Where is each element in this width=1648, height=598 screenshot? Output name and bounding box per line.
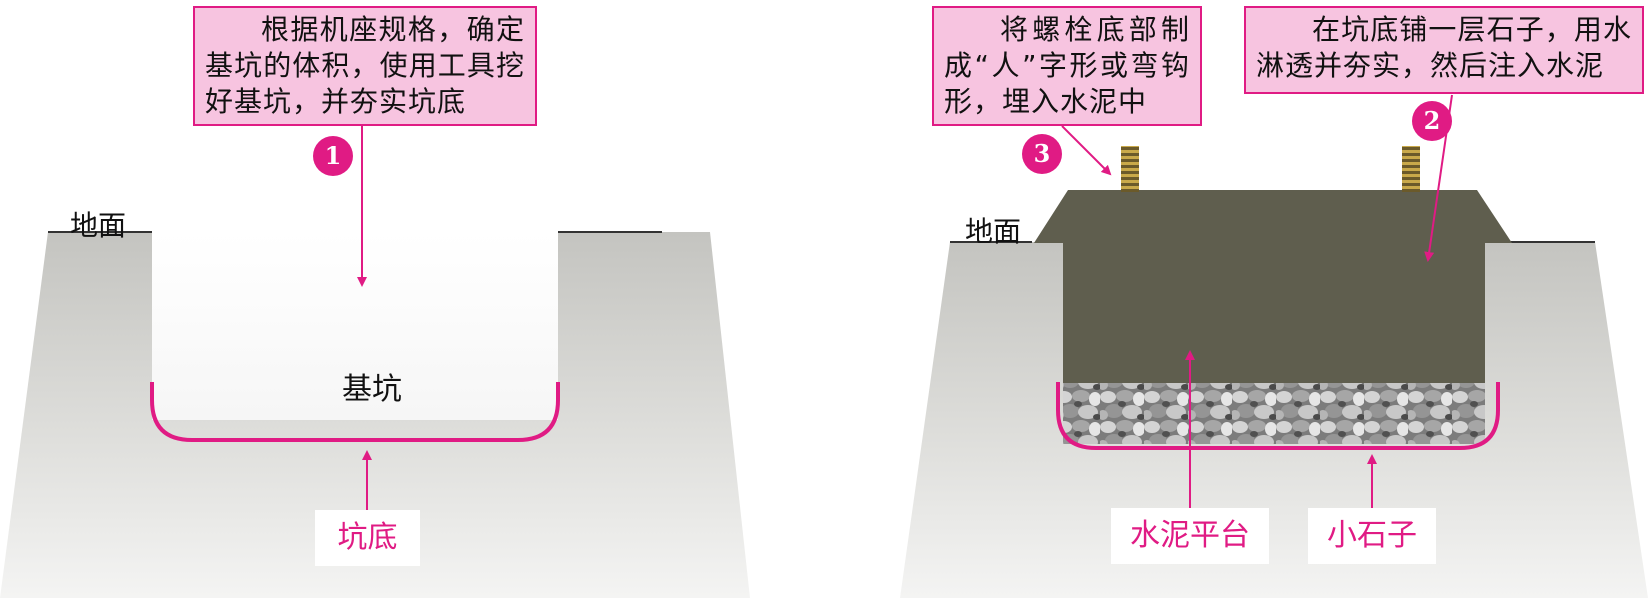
left-ground-label: 地面 <box>70 209 127 242</box>
left-ground <box>0 231 750 598</box>
pit-label: 基坑 <box>342 372 402 407</box>
anchor-bolt-right <box>1402 146 1420 192</box>
right-pit-bottom-curve <box>1056 382 1500 450</box>
anchor-bolt-left <box>1121 146 1139 192</box>
cement-platform <box>1063 240 1485 383</box>
right-ground-label: 地面 <box>965 215 1022 248</box>
step3-badge: 3 <box>1022 134 1062 174</box>
stone-layer <box>1063 382 1485 444</box>
cement-cap <box>1034 190 1512 243</box>
step3-callout: 将螺栓底部制成“人”字形或弯钩形，埋入水泥中 <box>932 6 1202 126</box>
step2-callout: 在坑底铺一层石子，用水淋透并夯实，然后注入水泥 <box>1244 6 1644 94</box>
step2-badge: 2 <box>1412 101 1452 141</box>
step1-callout: 根据机座规格，确定基坑的体积，使用工具挖好基坑，并夯实坑底 <box>193 6 537 126</box>
cement-platform-label: 水泥平台 <box>1111 508 1269 564</box>
step1-badge: 1 <box>313 136 353 176</box>
stones-label: 小石子 <box>1308 508 1436 564</box>
left-pit-bottom-curve <box>150 382 560 442</box>
pit-bottom-label: 坑底 <box>315 510 420 566</box>
step3-arrow <box>1061 125 1112 176</box>
